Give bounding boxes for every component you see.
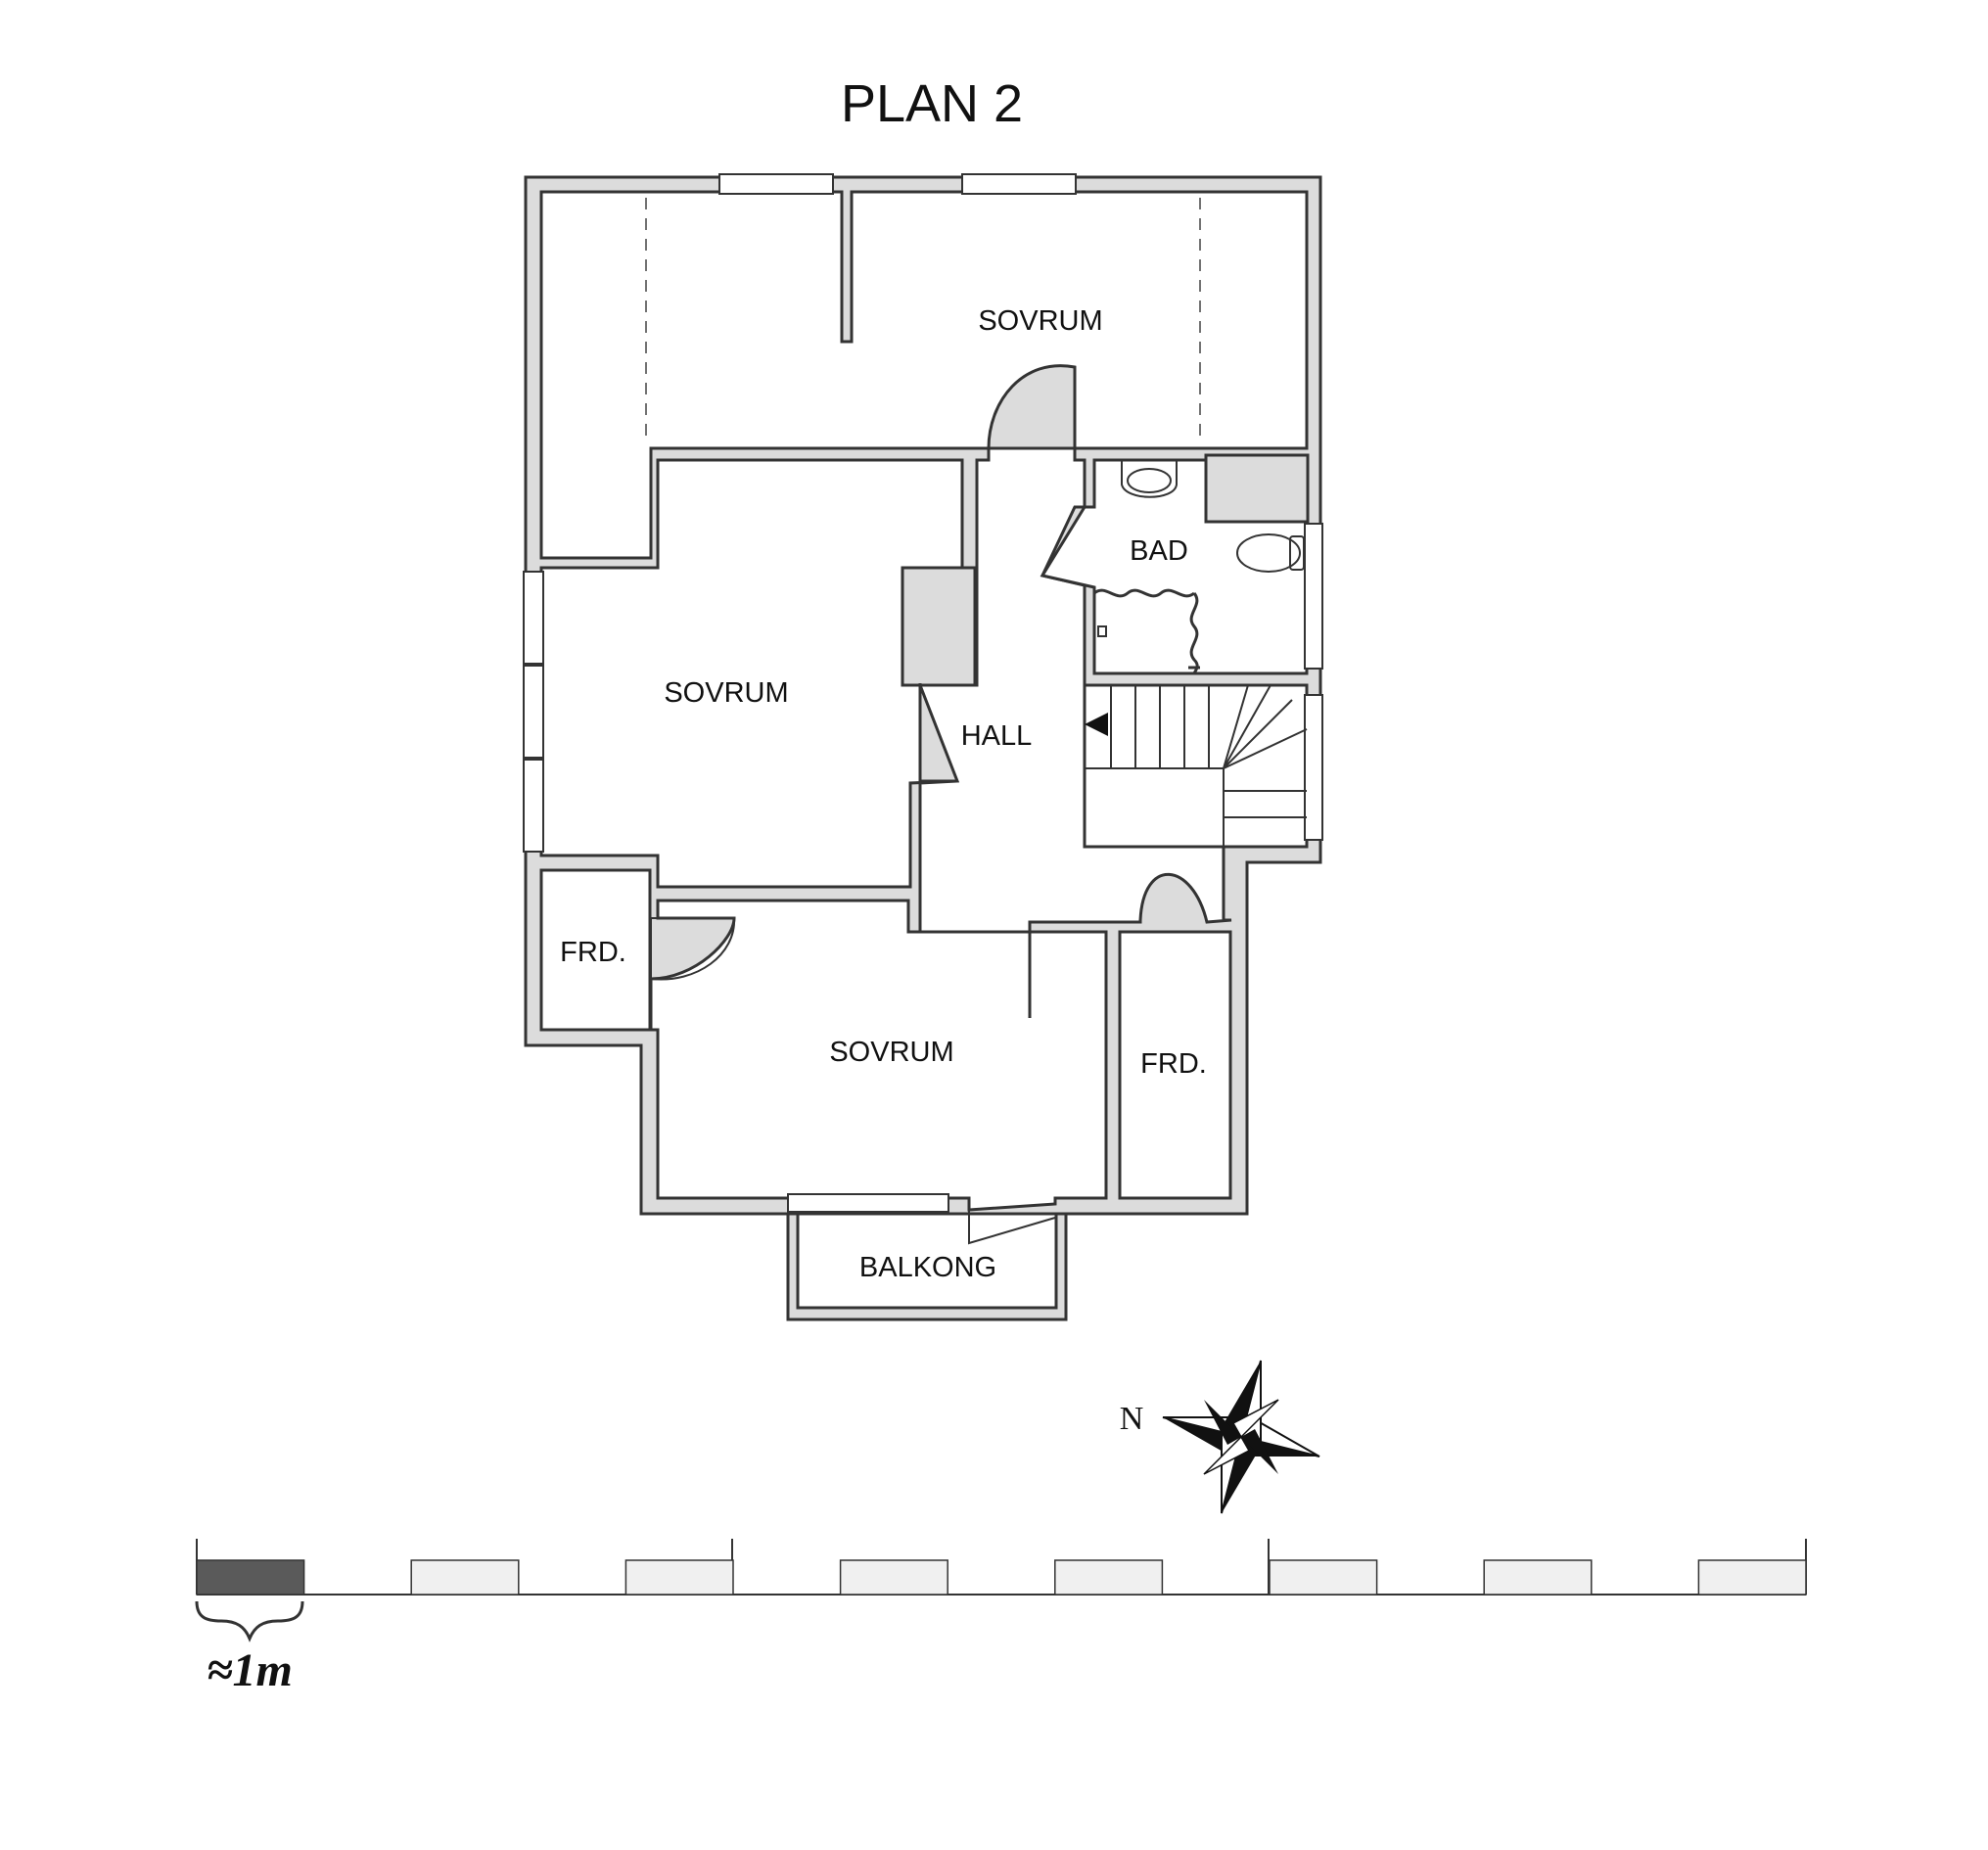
- scale-brace-icon: [195, 1600, 304, 1642]
- stair-treads: [1085, 684, 1308, 847]
- room-frd-right: [1118, 930, 1232, 1200]
- scale-segment: [624, 1559, 734, 1596]
- scale-bar: [196, 1539, 1807, 1596]
- window-top-2: [961, 173, 1077, 195]
- window-left-3: [523, 759, 544, 853]
- compass-rose-icon: [1162, 1360, 1320, 1514]
- label-frd-right: FRD.: [1140, 1048, 1207, 1080]
- stairs: [1083, 683, 1309, 849]
- window-left-1: [523, 571, 544, 665]
- label-sovrum-bottom: SOVRUM: [829, 1037, 953, 1068]
- scale-segments: [196, 1559, 1807, 1596]
- window-left-2: [523, 665, 544, 759]
- label-frd-left: FRD.: [560, 937, 626, 968]
- sink-icon: [1121, 460, 1178, 498]
- scale-segment: [196, 1559, 305, 1596]
- scale-segment: [410, 1559, 520, 1596]
- label-balkong: BALKONG: [859, 1252, 996, 1283]
- scale-segment: [1054, 1559, 1164, 1596]
- window-right-stairs: [1304, 694, 1323, 841]
- room-bad: [1040, 458, 1309, 675]
- scale-segment: [1483, 1559, 1593, 1596]
- door-swing-balcony: [968, 1210, 1056, 1245]
- window-right-bath: [1304, 523, 1323, 670]
- label-sovrum-left: SOVRUM: [664, 677, 788, 709]
- label-hall: HALL: [961, 720, 1033, 752]
- label-bad: BAD: [1130, 535, 1188, 567]
- window-bottom: [787, 1193, 949, 1213]
- door-swing-left-closet: [650, 917, 736, 981]
- scale-segment: [1697, 1559, 1807, 1596]
- window-top-1: [718, 173, 834, 195]
- scale-segment: [1269, 1559, 1378, 1596]
- label-sovrum-top: SOVRUM: [978, 305, 1102, 337]
- wall-block-bath: [1204, 453, 1310, 524]
- scale-label: ≈1m: [207, 1644, 293, 1696]
- compass-north-label: N: [1120, 1401, 1144, 1437]
- toilet-icon: [1236, 533, 1305, 573]
- wall-block-hall: [901, 566, 977, 687]
- plan-title: PLAN 2: [841, 74, 1023, 133]
- scale-segment: [839, 1559, 948, 1596]
- stair-arrow-icon: [1085, 713, 1108, 736]
- room-frd-left: [539, 868, 652, 1032]
- shower-icon: [1092, 587, 1200, 674]
